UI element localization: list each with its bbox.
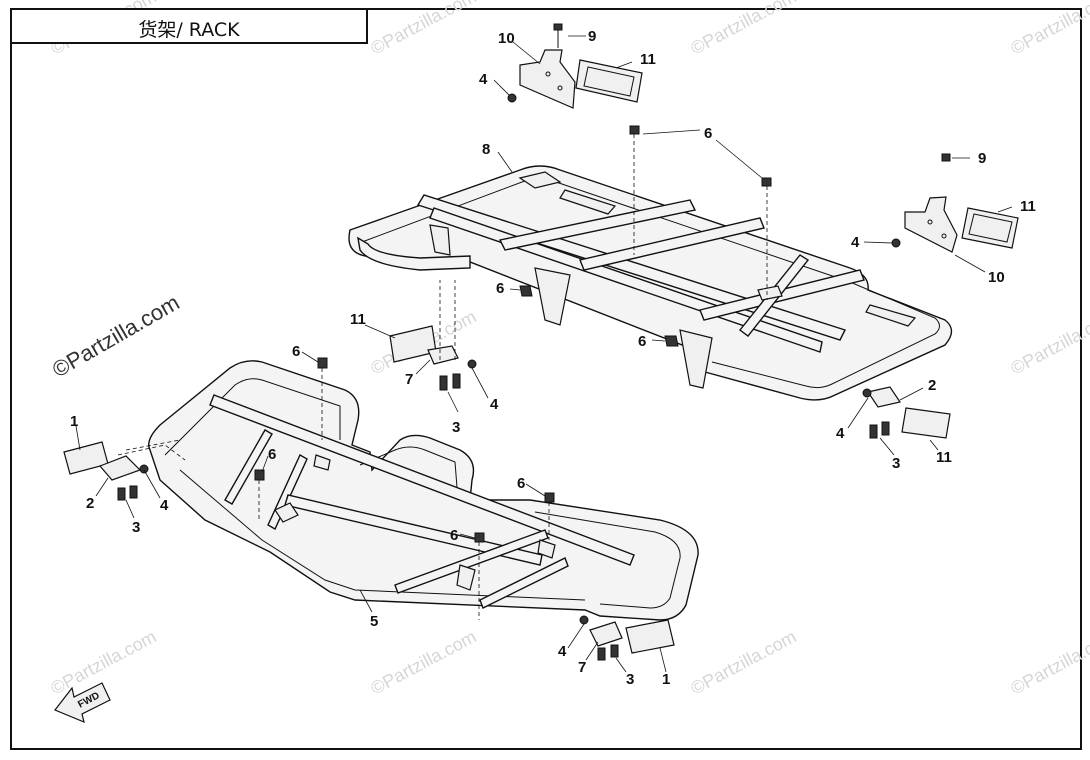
callout-label: 3 xyxy=(626,671,634,688)
callout-label: 4 xyxy=(836,425,845,442)
watermark: ©Partzilla.com xyxy=(1007,626,1090,698)
watermark: ©Partzilla.com xyxy=(1007,0,1090,59)
callout-label: 4 xyxy=(160,497,169,514)
callout-label: 5 xyxy=(370,613,378,630)
callout-label: 6 xyxy=(268,446,276,463)
callout-label: 1 xyxy=(70,413,78,430)
callout-numbers: 10 9 11 4 8 6 9 11 4 10 6 6 11 6 7 4 3 2… xyxy=(70,28,1036,688)
callout-label: 3 xyxy=(892,455,900,472)
page-title: 货架/ RACK xyxy=(138,19,240,41)
callout-label: 10 xyxy=(498,30,515,47)
watermark: ©Partzilla.com xyxy=(367,0,479,59)
callout-label: 7 xyxy=(405,371,413,388)
callout-label: 4 xyxy=(479,71,488,88)
callout-label: 6 xyxy=(496,280,504,297)
front-rack xyxy=(148,360,699,621)
hardware xyxy=(63,23,1019,661)
title-box: 货架/ RACK xyxy=(10,8,368,44)
callout-label: 8 xyxy=(482,141,490,158)
callout-label: 4 xyxy=(558,643,567,660)
callout-label: 11 xyxy=(936,449,952,466)
callout-label: 4 xyxy=(851,234,860,251)
callout-label: 11 xyxy=(1020,198,1036,215)
callout-label: 11 xyxy=(350,311,366,328)
callout-label: 3 xyxy=(452,419,460,436)
forward-direction-arrow: FWD xyxy=(54,682,111,724)
callout-label: 10 xyxy=(988,269,1005,286)
callout-label: 6 xyxy=(450,527,458,544)
rear-rack xyxy=(348,165,953,401)
callout-label: 2 xyxy=(928,377,936,394)
callout-label: 6 xyxy=(638,333,646,350)
leader-lines xyxy=(75,35,1013,673)
callout-label: 11 xyxy=(640,51,656,68)
watermark: ©Partzilla.com xyxy=(367,626,479,698)
callout-label: 7 xyxy=(578,659,586,676)
watermark: ©Partzilla.com xyxy=(1007,306,1090,378)
callout-label: 2 xyxy=(86,495,94,512)
callout-label: 6 xyxy=(704,125,712,142)
watermark: ©Partzilla.com xyxy=(687,626,799,698)
callout-label: 1 xyxy=(662,671,670,688)
diagram-frame xyxy=(10,8,1082,750)
watermark-large: ©Partzilla.com xyxy=(48,290,184,383)
callout-label: 6 xyxy=(517,475,525,492)
watermark: ©Partzilla.com xyxy=(687,0,799,59)
callout-label: 4 xyxy=(490,396,499,413)
callout-label: 6 xyxy=(292,343,300,360)
callout-label: 9 xyxy=(588,28,596,45)
callout-label: 3 xyxy=(132,519,140,536)
callout-label: 9 xyxy=(978,150,986,167)
